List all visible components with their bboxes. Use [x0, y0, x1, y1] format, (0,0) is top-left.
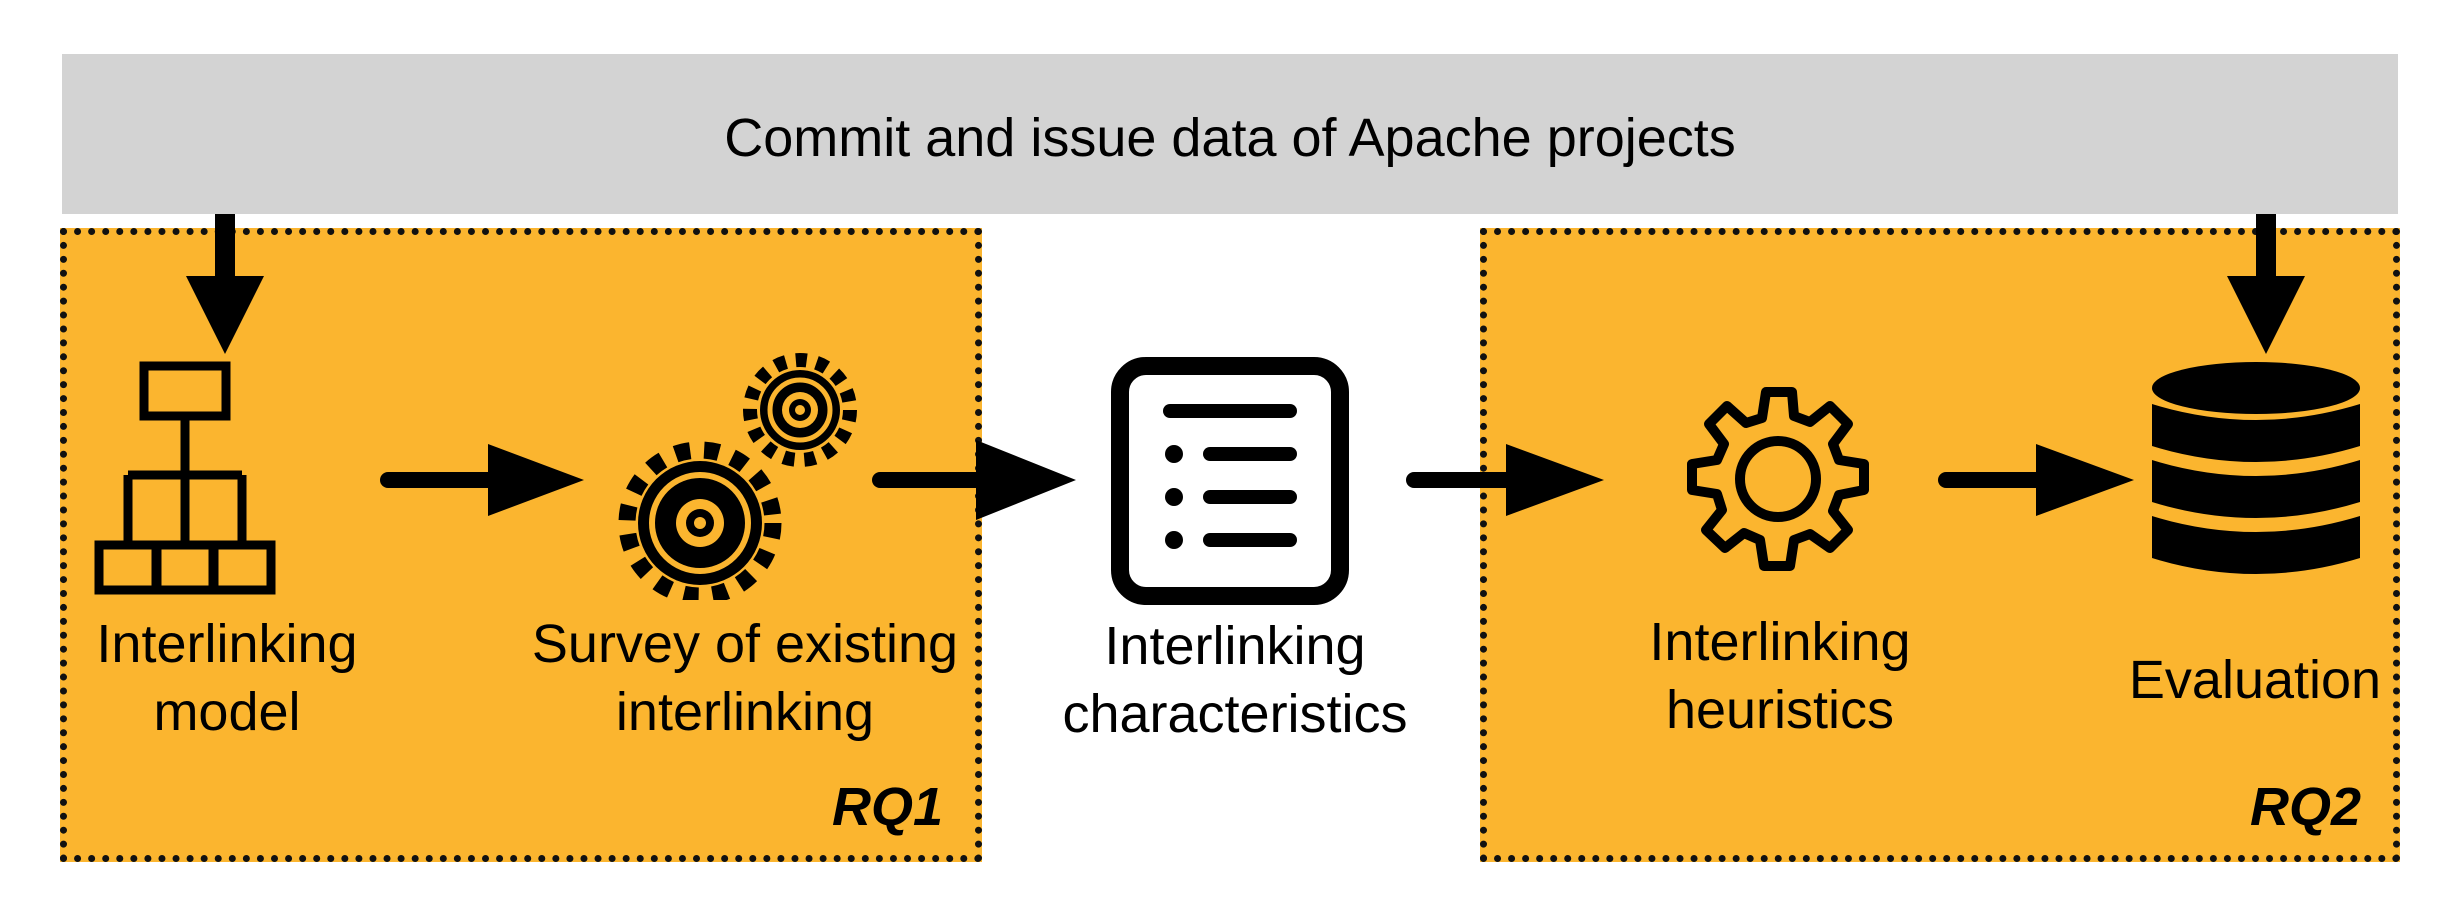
step-label-line: characteristics [1062, 684, 1408, 744]
gears-icon [618, 353, 857, 600]
banner-title: Commit and issue data of Apache projects [724, 108, 1736, 168]
gear-icon [1687, 387, 1869, 571]
data-source-banner: Commit and issue data of Apache projects [62, 54, 2398, 214]
step-label-line: Interlinking [1649, 612, 1911, 672]
database-icon [2152, 362, 2360, 574]
step-label-heuristics: Interlinking heuristics [1600, 608, 1960, 744]
list-document-icon [1111, 357, 1349, 605]
step-label-interlinking-model: Interlinking model [62, 610, 392, 746]
step-label-line: Interlinking [1104, 616, 1366, 676]
step-label-line: Survey of existing [531, 614, 959, 674]
arrow-survey-to-characteristics [872, 440, 1076, 520]
step-label-line: interlinking [615, 682, 875, 742]
step-label-evaluation: Evaluation [2110, 646, 2400, 714]
step-label-line: Evaluation [2128, 650, 2382, 710]
step-label-characteristics: Interlinking characteristics [1040, 612, 1430, 748]
arrow-banner-to-model [186, 214, 264, 354]
arrow-characteristics-to-heuristics [1406, 444, 1604, 516]
step-label-line: heuristics [1665, 680, 1895, 740]
arrow-heuristics-to-evaluation [1938, 444, 2134, 516]
step-label-line: Interlinking [96, 614, 358, 674]
arrow-banner-to-evaluation [2227, 214, 2305, 354]
hierarchy-icon [94, 361, 276, 595]
step-label-line: model [153, 682, 301, 742]
rq2-label: RQ2 [2250, 777, 2362, 837]
step-label-survey: Survey of existing interlinking [510, 610, 980, 746]
rq1-label: RQ1 [832, 777, 944, 837]
arrow-model-to-survey [380, 444, 584, 516]
